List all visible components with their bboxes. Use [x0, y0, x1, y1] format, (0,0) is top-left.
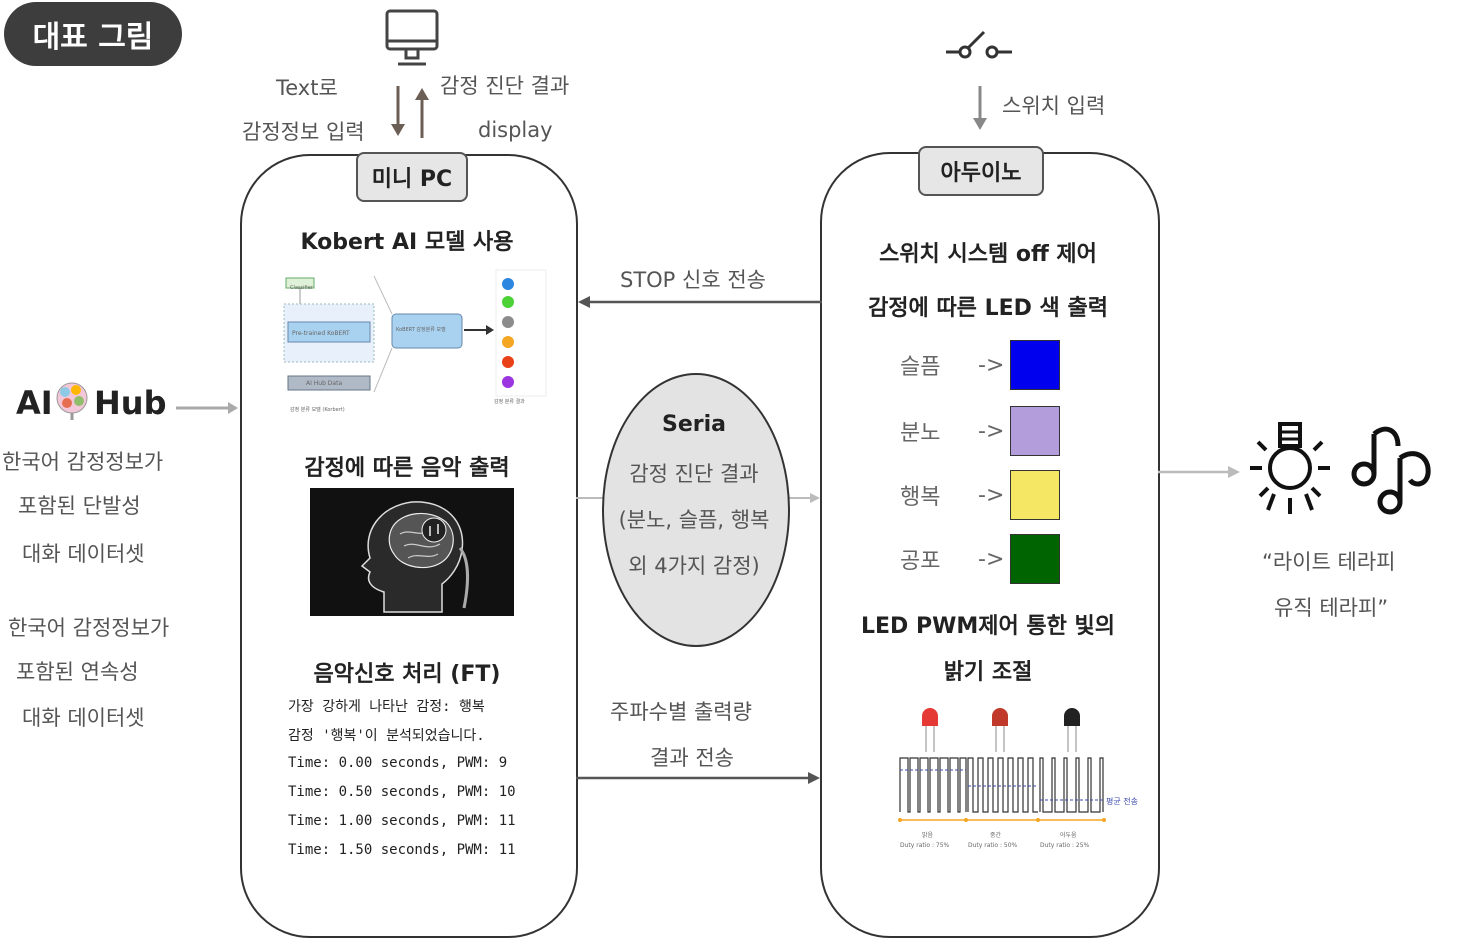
led-row-sad: 슬픔 ->: [900, 340, 1060, 390]
aihub-logo-hub: Hub: [94, 384, 167, 422]
dataset2-line2: 포함된 연속성: [16, 660, 139, 684]
model-fig-caption: 감정 분류 모델 (Korbert): [290, 407, 345, 413]
model-fig-b1: Classifier: [290, 285, 313, 291]
serial-line-3: 외 4가지 감정): [628, 554, 760, 578]
led-swatch-sad: [1010, 340, 1060, 390]
led-name-sad: 슬픔: [900, 355, 941, 380]
pwm-title-1: LED PWM제어 통한 빛의: [860, 614, 1115, 639]
freq-label-2: 결과 전송: [650, 746, 734, 770]
freq-arrow: [576, 772, 820, 784]
input-label-text: Text로: [276, 76, 338, 100]
freq-label-1: 주파수별 출력량: [610, 700, 752, 724]
aihub-logo-ai: AI: [16, 384, 53, 422]
dataset2-line1: 한국어 감정정보가: [8, 616, 170, 640]
model-fig-b3: AI Hub Data: [306, 380, 343, 387]
serial-ellipse: [602, 373, 790, 647]
title-tag: 대표 그림: [4, 2, 182, 66]
led-row-fear: 공포 ->: [900, 534, 1060, 584]
led-row-happy: 행복 ->: [900, 470, 1060, 520]
led-arrow-sad: ->: [978, 352, 1005, 378]
led-arrow-fear: ->: [978, 546, 1005, 572]
output-label-display: display: [478, 118, 553, 142]
stop-arrow: [578, 296, 822, 308]
led-arrow-anger: ->: [978, 418, 1005, 444]
switch-down-arrow: [973, 86, 987, 130]
led-swatch-happy: [1010, 470, 1060, 520]
serial-title: Seria: [661, 412, 726, 437]
dataset1-line1: 한국어 감정정보가: [2, 450, 164, 474]
light-bulb-icon: [1250, 422, 1330, 514]
log-line-3: Time: 0.00 seconds, PWM: 9: [288, 755, 508, 771]
pwm-d3b: Duty ratio : 25%: [1040, 842, 1090, 849]
pwm-d3: 어두움: [1060, 832, 1077, 839]
music-notes-icon: [1351, 426, 1431, 515]
model-fig-out-caption: 감정 분류 결과: [494, 399, 525, 405]
led-name-fear: 공포: [900, 549, 941, 574]
aihub-arrow: [176, 402, 238, 414]
pwm-avg-label: 평균 전송: [1106, 797, 1138, 806]
music-title: 감정에 따른 음악 출력: [304, 456, 510, 481]
stop-signal-label: STOP 신호 전송: [620, 268, 766, 292]
led-row-anger: 분노 ->: [900, 406, 1060, 456]
output-arrow: [1158, 466, 1240, 478]
switch-icon: [946, 30, 1012, 59]
dataset1-line3: 대화 데이터셋: [22, 542, 145, 566]
led-swatch-anger: [1010, 406, 1060, 456]
head-brain-image: [310, 488, 514, 616]
led-arrow-happy: ->: [978, 482, 1005, 508]
output-label-result: 감정 진단 결과: [440, 74, 570, 98]
therapy-label-2: 유직 테라피”: [1274, 596, 1389, 620]
model-title: Kobert AI 모델 사용: [300, 230, 514, 255]
pc-io-arrows: [391, 86, 429, 138]
led-name-anger: 분노: [900, 421, 941, 446]
dataset2-line3: 대화 데이터셋: [22, 706, 145, 730]
brain-logo-icon: [56, 382, 88, 420]
arduino-title-switch: 스위치 시스템 off 제어: [879, 242, 1097, 267]
kobert-model-figure: [274, 262, 564, 420]
log-line-2: 감정 '행복'이 분석되었습니다.: [288, 728, 485, 744]
switch-input-label: 스위치 입력: [1002, 94, 1106, 118]
model-fig-b2: Pre-trained KoBERT: [292, 330, 350, 337]
monitor-icon: [385, 9, 439, 66]
arduino-title-led: 감정에 따른 LED 색 출력: [868, 296, 1108, 321]
log-line-4: Time: 0.50 seconds, PWM: 10: [288, 784, 516, 800]
therapy-label-1: “라이트 테라피: [1262, 550, 1396, 574]
pwm-d2b: Duty ratio : 50%: [968, 842, 1018, 849]
led-swatch-fear: [1010, 534, 1060, 584]
pwm-d1b: Duty ratio : 75%: [900, 842, 950, 849]
input-label-emotion: 감정정보 입력: [242, 120, 365, 144]
pwm-waveform-figure: [898, 708, 1106, 822]
pwm-d2: 중간: [990, 832, 1002, 839]
dataset1-line2: 포함된 단발성: [18, 494, 141, 518]
led-name-happy: 행복: [900, 485, 941, 510]
log-line-5: Time: 1.00 seconds, PWM: 11: [288, 813, 516, 829]
pwm-d1: 밝음: [922, 832, 934, 839]
serial-line-1: 감정 진단 결과: [629, 462, 759, 486]
log-line-1: 가장 강하게 나타난 감정: 행복: [288, 699, 485, 715]
arduino-badge: 아두이노: [918, 146, 1044, 196]
log-line-6: Time: 1.50 seconds, PWM: 11: [288, 842, 516, 858]
signal-title: 음악신호 처리 (FT): [313, 662, 501, 687]
mini-pc-badge: 미니 PC: [356, 152, 468, 202]
model-fig-b4: KoBERT 감정분류 모델: [396, 327, 446, 333]
pwm-title-2: 밝기 조절: [943, 660, 1033, 685]
serial-line-2: (분노, 슬픔, 행복: [618, 508, 770, 532]
